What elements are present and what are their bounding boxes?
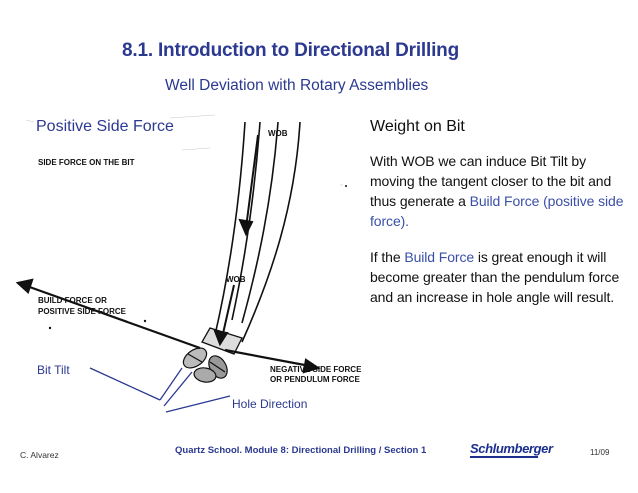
negative-force-arrow xyxy=(224,348,321,374)
paragraph-2-text-b: is great enough it will become greater t… xyxy=(370,249,620,305)
negative-force-text-1: NEGATIVE SIDE FORCE xyxy=(270,365,362,374)
footer-author: C. Alvarez xyxy=(20,450,59,460)
footer-page-number: 11/09 xyxy=(590,448,610,457)
bit-tilt-lines xyxy=(89,367,231,413)
build-force-highlight-1: Build Force (positive side force). xyxy=(370,193,624,229)
hole-direction-label: Hole Direction xyxy=(232,397,308,411)
build-force-highlight-2: Build Force xyxy=(404,249,475,265)
logo-underline xyxy=(470,456,538,458)
well-deviation-diagram: SIDE FORCE ON THE BIT WOB WOB BUILD FORC… xyxy=(10,110,368,432)
build-force-text-2: POSITIVE SIDE FORCE xyxy=(38,307,127,316)
wob-top-text: WOB xyxy=(268,129,288,138)
drill-bit xyxy=(182,347,228,383)
schlumberger-logo: Schlumberger xyxy=(470,441,553,456)
paragraph-2: If the Build Force is great enough it wi… xyxy=(370,247,632,307)
build-force-arrow xyxy=(15,278,201,350)
paragraph-1: With WOB we can induce Bit Tilt by movin… xyxy=(370,151,632,231)
explanation-column: Weight on Bit With WOB we can induce Bit… xyxy=(370,118,632,323)
build-force-text-1: BUILD FORCE OR xyxy=(38,296,107,305)
negative-force-text-2: OR PENDULUM FORCE xyxy=(270,375,360,384)
side-force-on-bit-text: SIDE FORCE ON THE BIT xyxy=(38,158,135,167)
slide-title: 8.1. Introduction to Directional Drillin… xyxy=(122,40,459,61)
section-heading: Weight on Bit xyxy=(370,118,465,135)
positive-side-force-label: Positive Side Force xyxy=(36,118,174,135)
wob-arrows xyxy=(213,134,259,347)
paragraph-1-text: With WOB we can induce Bit Tilt by movin… xyxy=(370,153,612,209)
scan-noise xyxy=(25,114,343,186)
slide-subtitle: Well Deviation with Rotary Assemblies xyxy=(165,77,429,94)
paragraph-2-text-a: If the xyxy=(370,249,405,265)
wob-mid-text: WOB xyxy=(226,275,246,284)
bit-tilt-label: Bit Tilt xyxy=(37,363,70,377)
footer-course: Quartz School. Module 8: Directional Dri… xyxy=(175,445,427,456)
